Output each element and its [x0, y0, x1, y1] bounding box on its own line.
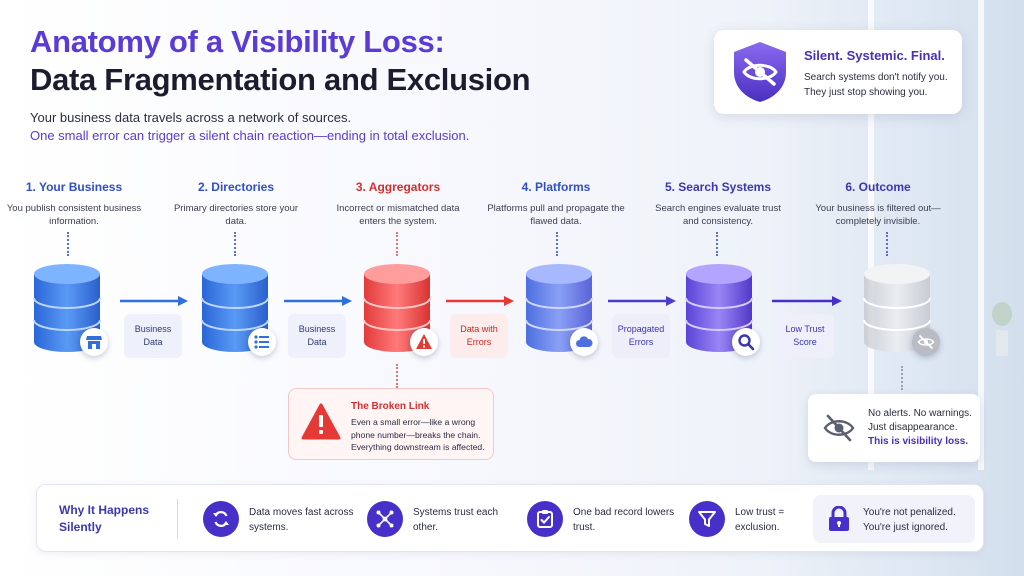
flow-arrow: [446, 295, 516, 307]
flow-label: Low Trust Score: [776, 314, 834, 358]
cloud-icon: [575, 333, 593, 351]
outcome-note-line: Just disappearance.: [868, 421, 972, 435]
broken-link-card: The Broken Link Even a small error—like …: [288, 388, 494, 460]
stage-your-business: 1. Your Business You publish consistent …: [4, 180, 144, 228]
callout-card: Silent. Systemic. Final. Search systems …: [714, 30, 962, 114]
flow-arrow: [608, 295, 678, 307]
dotted-connector: [396, 364, 398, 388]
why-it-happens-bar: Why It Happens Silently Data moves fast …: [36, 484, 984, 552]
why-final-item: You're not penalized. You're just ignore…: [813, 495, 975, 543]
filter-icon: [697, 509, 717, 529]
why-heading: Why It Happens Silently: [59, 502, 169, 536]
why-item: Data moves fast across systems.: [203, 499, 353, 539]
why-final-text: You're not penalized. You're just ignore…: [863, 505, 973, 535]
badge: [912, 328, 940, 356]
stage-title: 4. Platforms: [486, 180, 626, 194]
why-item: Low trust = exclusion.: [689, 499, 809, 539]
warning-icon: [301, 403, 341, 441]
stage-description: Your business is filtered out—completely…: [808, 202, 948, 228]
flow-arrow: [284, 295, 354, 307]
broken-link-text: Even a small error—like a wrong phone nu…: [351, 416, 491, 454]
storefront-icon: [85, 333, 103, 351]
search-icon: [737, 333, 755, 351]
badge: [732, 328, 760, 356]
flow-label: Propagated Errors: [612, 314, 670, 358]
badge: [410, 328, 438, 356]
dotted-connector: [234, 232, 236, 256]
badge: [570, 328, 598, 356]
why-item-text: Low trust = exclusion.: [735, 505, 795, 535]
checklist-icon: [535, 509, 555, 529]
stage-outcome: 6. Outcome Your business is filtered out…: [808, 180, 948, 228]
eye-off-icon: [822, 411, 856, 445]
why-item: Systems trust each other.: [367, 499, 507, 539]
dotted-connector: [396, 232, 398, 256]
why-item: One bad record lowers trust.: [527, 499, 677, 539]
stage-title: 3. Aggregators: [328, 180, 468, 194]
stage-description: Primary directories store your data.: [166, 202, 306, 228]
why-item-text: Data moves fast across systems.: [249, 505, 359, 535]
outcome-note-text: No alerts. No warnings. Just disappearan…: [868, 407, 972, 449]
badge: [80, 328, 108, 356]
intro-text: Your business data travels across a netw…: [30, 110, 351, 125]
outcome-note-line: No alerts. No warnings.: [868, 407, 972, 421]
stage-description: Platforms pull and propagate the flawed …: [486, 202, 626, 228]
why-item-text: Systems trust each other.: [413, 505, 523, 535]
dotted-connector: [556, 232, 558, 256]
eye-off-icon: [917, 333, 935, 351]
dotted-connector: [67, 232, 69, 256]
stage-aggregators: 3. Aggregators Incorrect or mismatched d…: [328, 180, 468, 228]
lock-icon: [827, 506, 851, 532]
flow-arrow: [120, 295, 190, 307]
title-line-1: Anatomy of a Visibility Loss:: [30, 24, 444, 60]
callout-title: Silent. Systemic. Final.: [804, 48, 945, 63]
title-line-2: Data Fragmentation and Exclusion: [30, 62, 530, 98]
icon-circle: [367, 501, 403, 537]
broken-link-title: The Broken Link: [351, 401, 429, 412]
stage-platforms: 4. Platforms Platforms pull and propagat…: [486, 180, 626, 228]
warning-icon: [415, 333, 433, 351]
shield-eye-off-icon: [730, 40, 790, 104]
flow-label: Business Data: [288, 314, 346, 358]
outcome-note-emphasis: This is visibility loss.: [868, 435, 972, 449]
stage-search-systems: 5. Search Systems Search engines evaluat…: [648, 180, 788, 228]
stage-description: You publish consistent business informat…: [4, 202, 144, 228]
intro-highlight: One small error can trigger a silent cha…: [30, 128, 469, 143]
plant-decoration: [988, 300, 1016, 360]
dotted-connector: [901, 366, 903, 390]
flow-label: Business Data: [124, 314, 182, 358]
stage-description: Incorrect or mismatched data enters the …: [328, 202, 468, 228]
flow-arrow: [772, 295, 844, 307]
dotted-connector: [886, 232, 888, 256]
stage-title: 1. Your Business: [4, 180, 144, 194]
divider: [177, 499, 178, 539]
why-item-text: One bad record lowers trust.: [573, 505, 683, 535]
icon-circle: [689, 501, 725, 537]
badge: [248, 328, 276, 356]
stage-directories: 2. Directories Primary directories store…: [166, 180, 306, 228]
callout-text: Search systems don't notify you. They ju…: [804, 70, 954, 100]
icon-circle: [203, 501, 239, 537]
sync-icon: [211, 509, 231, 529]
outcome-note-card: No alerts. No warnings. Just disappearan…: [808, 394, 980, 462]
list-icon: [253, 333, 271, 351]
network-icon: [375, 509, 395, 529]
stage-description: Search engines evaluate trust and consis…: [648, 202, 788, 228]
stage-title: 2. Directories: [166, 180, 306, 194]
flow-label: Data with Errors: [450, 314, 508, 358]
dotted-connector: [716, 232, 718, 256]
icon-circle: [527, 501, 563, 537]
stage-title: 6. Outcome: [808, 180, 948, 194]
stage-title: 5. Search Systems: [648, 180, 788, 194]
